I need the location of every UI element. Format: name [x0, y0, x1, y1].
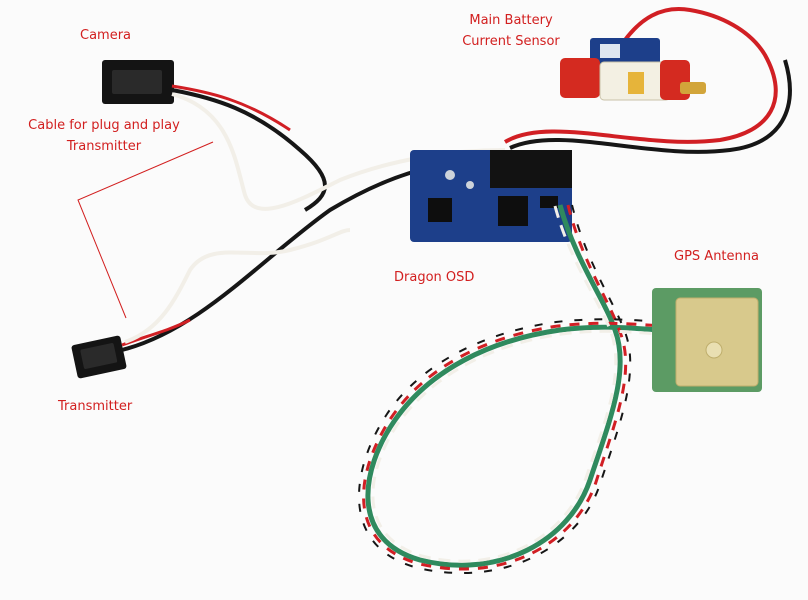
dragon-osd-label: Dragon OSD [394, 270, 475, 285]
transmitter-label: Transmitter [58, 399, 133, 414]
dragon-osd-board [410, 150, 572, 242]
battery-wire-black [509, 59, 792, 154]
camera-connector [102, 60, 174, 104]
transmitter-wire-white [124, 228, 351, 344]
camera-wire-red [171, 84, 291, 132]
cable-label-line1: Cable for plug and play [28, 118, 180, 133]
camera-label: Camera [80, 28, 132, 43]
gps-antenna-label: GPS Antenna [674, 249, 759, 264]
battery-wire-red [503, 7, 778, 144]
main-battery-label-line2: Current Sensor [462, 34, 560, 49]
gps-wire-white [371, 205, 659, 563]
cable-label-line2: Transmitter [66, 139, 142, 154]
annotation-bracket [77, 141, 214, 319]
transmitter-connector [71, 335, 127, 379]
gps-wire-red [362, 204, 663, 571]
main-battery-label-line1: Main Battery [469, 13, 553, 28]
gps-wire-black [358, 204, 665, 574]
gps-wire-green [365, 204, 661, 568]
camera-wire-black [171, 88, 327, 212]
gps-antenna [652, 288, 762, 392]
current-sensor [560, 38, 706, 101]
